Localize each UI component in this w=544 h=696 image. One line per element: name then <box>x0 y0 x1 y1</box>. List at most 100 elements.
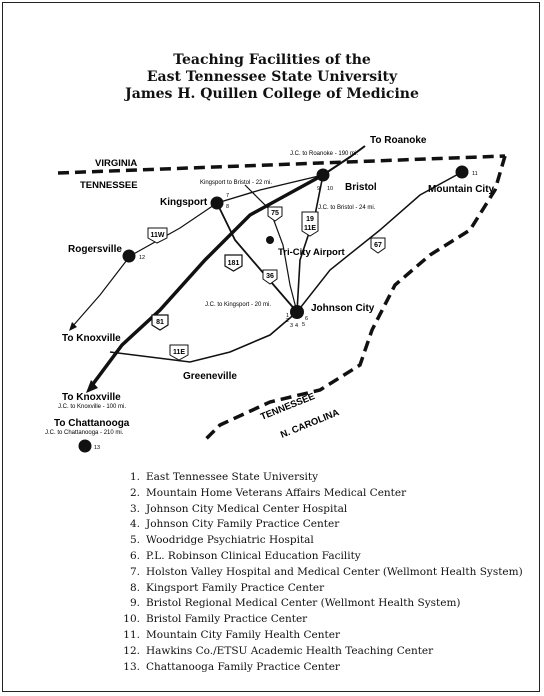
route-11w-label: 11W <box>150 232 164 239</box>
route-81-shield: 81 <box>151 314 169 331</box>
legend-facility-name: Johnson City Family Practice Center <box>146 518 340 531</box>
knoxville-arrow-icon <box>86 380 98 393</box>
facility-legend: 1. East Tennessee State University 2. Mount… <box>120 470 523 676</box>
site-number-13: 13 <box>94 445 100 451</box>
distance-kingsport-bristol: Kingsport to Bristol - 22 mi. <box>200 180 272 186</box>
site-number-11: 11 <box>472 171 478 177</box>
legend-number: 9. <box>129 597 140 610</box>
legend-item: 5.Woodridge Psychiatric Hospital <box>120 533 520 549</box>
legend-number: 5. <box>129 534 140 547</box>
legend-facility-name: Bristol Regional Medical Center (Wellmon… <box>146 597 461 610</box>
legend-number: 6. <box>129 549 140 562</box>
route-75-label: 75 <box>271 210 279 217</box>
greeneville-label: Greeneville <box>183 371 237 382</box>
route-36-label: 36 <box>266 273 274 280</box>
route-19-11e-shield: 19 11E <box>301 211 319 237</box>
site-number-7: 7 <box>226 193 229 199</box>
route-19-label: 19 <box>306 216 314 223</box>
title-line-2: East Tennessee State University <box>146 69 398 85</box>
legend-item: 10. Bristol Family Practice Center <box>120 612 520 628</box>
tn-nc-border <box>203 155 507 442</box>
legend-facility-name: Hawkins Co./ETSU Academic Health Teachin… <box>146 644 434 657</box>
legend-facility-name: Bristol Family Practice Center <box>146 613 308 626</box>
legend-item: 6. P.L. Robinson Clinical Education Facil… <box>120 549 520 565</box>
site-number-6: 6 <box>305 316 308 322</box>
site-number-4: 4 <box>295 323 298 329</box>
legend-number: 4. <box>129 518 140 531</box>
road-11w <box>71 202 218 328</box>
legend-facility-name: Johnson City Medical Center Hospital <box>146 502 348 515</box>
route-181-shield: 181 <box>224 254 243 272</box>
site-number-1: 1 <box>286 313 289 319</box>
johnson-city-dot <box>290 305 304 319</box>
road-to-roanoke <box>322 145 366 176</box>
site-number-3: 3 <box>290 323 293 329</box>
distance-jc-kingsport: J.C. to Kingsport - 20 mi. <box>205 302 271 308</box>
distance-jc-knoxville: J.C. to Knoxville - 100 mi. <box>58 404 126 410</box>
kingsport-dot <box>210 196 224 210</box>
route-11e-label: 11E <box>173 349 185 356</box>
to-chattanooga-label: To Chattanooga <box>54 418 130 429</box>
road-67 <box>296 171 463 313</box>
legend-facility-name: Chattanooga Family Practice Center <box>146 660 340 673</box>
route-11e-shield: 11E <box>169 344 189 361</box>
road-kingsport-bristol <box>216 174 324 204</box>
route-67-shield: 67 <box>370 237 386 254</box>
legend-facility-name: Mountain City Family Health Center <box>146 628 340 641</box>
legend-number: 8. <box>129 581 140 594</box>
va-tn-border <box>57 154 506 175</box>
road-11e <box>109 311 298 363</box>
legend-number: 3. <box>129 502 140 515</box>
legend-facility-name: Mountain Home Veterans Affairs Medical C… <box>146 486 407 499</box>
to-knoxville-upper-label: To Knoxville <box>62 333 121 344</box>
route-67-label: 67 <box>374 242 382 249</box>
to-knoxville-lower-label: To Knoxville <box>62 392 121 403</box>
johnson-city-label: Johnson City <box>311 303 375 314</box>
legend-number: 7. <box>129 565 140 578</box>
bristol-dot <box>316 168 330 182</box>
mountain-city-dot <box>455 165 469 179</box>
legend-item: 7.Holston Valley Hospital and Medical Ce… <box>120 565 523 581</box>
mountain-city-label: Mountain City <box>428 184 495 195</box>
road-75-36 <box>244 184 298 313</box>
bristol-label: Bristol <box>345 182 377 193</box>
route-11w-shield: 11W <box>147 227 168 244</box>
legend-item: 8.Kingsport Family Practice Center <box>120 581 520 597</box>
legend-number: 11. <box>123 628 140 641</box>
legend-item: 13. Chattanooga Family Practice Center <box>120 660 520 676</box>
site-number-5: 5 <box>302 322 305 328</box>
airport-dot <box>266 236 274 244</box>
distance-roanoke: J.C. to Roanoke - 190 mi. <box>290 151 358 157</box>
legend-number: 1. <box>129 471 140 483</box>
site-number-12: 12 <box>139 255 145 261</box>
route-75-shield: 75 <box>267 206 283 222</box>
title-line-3: James H. Quillen College of Medicine <box>125 86 419 102</box>
legend-facility-name: East Tennessee State University <box>146 471 319 483</box>
rogersville-dot <box>122 249 136 263</box>
route-81-label: 81 <box>156 319 164 326</box>
legend-item: 12.Hawkins Co./ETSU Academic Health Teac… <box>120 644 520 660</box>
legend-item: 4. Johnson City Family Practice Center <box>120 517 520 533</box>
site-number-2: 2 <box>286 318 289 324</box>
legend-number: 13. <box>123 660 140 673</box>
virginia-label: VIRGINIA <box>95 158 137 169</box>
legend-number: 2. <box>129 486 140 499</box>
kingsport-label: Kingsport <box>160 197 208 208</box>
distance-jc-bristol: J.C. to Bristol - 24 mi. <box>318 205 376 211</box>
site-number-8: 8 <box>226 204 229 210</box>
to-roanoke-label: To Roanoke <box>370 135 427 146</box>
site-number-9: 9 <box>317 186 320 192</box>
legend-number: 10. <box>123 613 140 626</box>
legend-item: 3. Johnson City Medical Center Hospital <box>120 502 520 518</box>
title-line-1: Teaching Facilities of the <box>173 52 371 68</box>
site-number-10: 10 <box>327 186 333 192</box>
legend-facility-name: P.L. Robinson Clinical Education Facilit… <box>146 549 361 562</box>
legend-item: 11. Mountain City Family Health Center <box>120 628 520 644</box>
legend-item: 1. East Tennessee State University <box>120 470 520 486</box>
chattanooga-dot <box>78 439 92 453</box>
tennessee-top-label: TENNESSEE <box>80 180 138 191</box>
legend-item: 9. Bristol Regional Medical Center (Wellm… <box>120 596 520 612</box>
route-36-shield: 36 <box>262 269 278 285</box>
road-19-11e <box>296 174 324 313</box>
